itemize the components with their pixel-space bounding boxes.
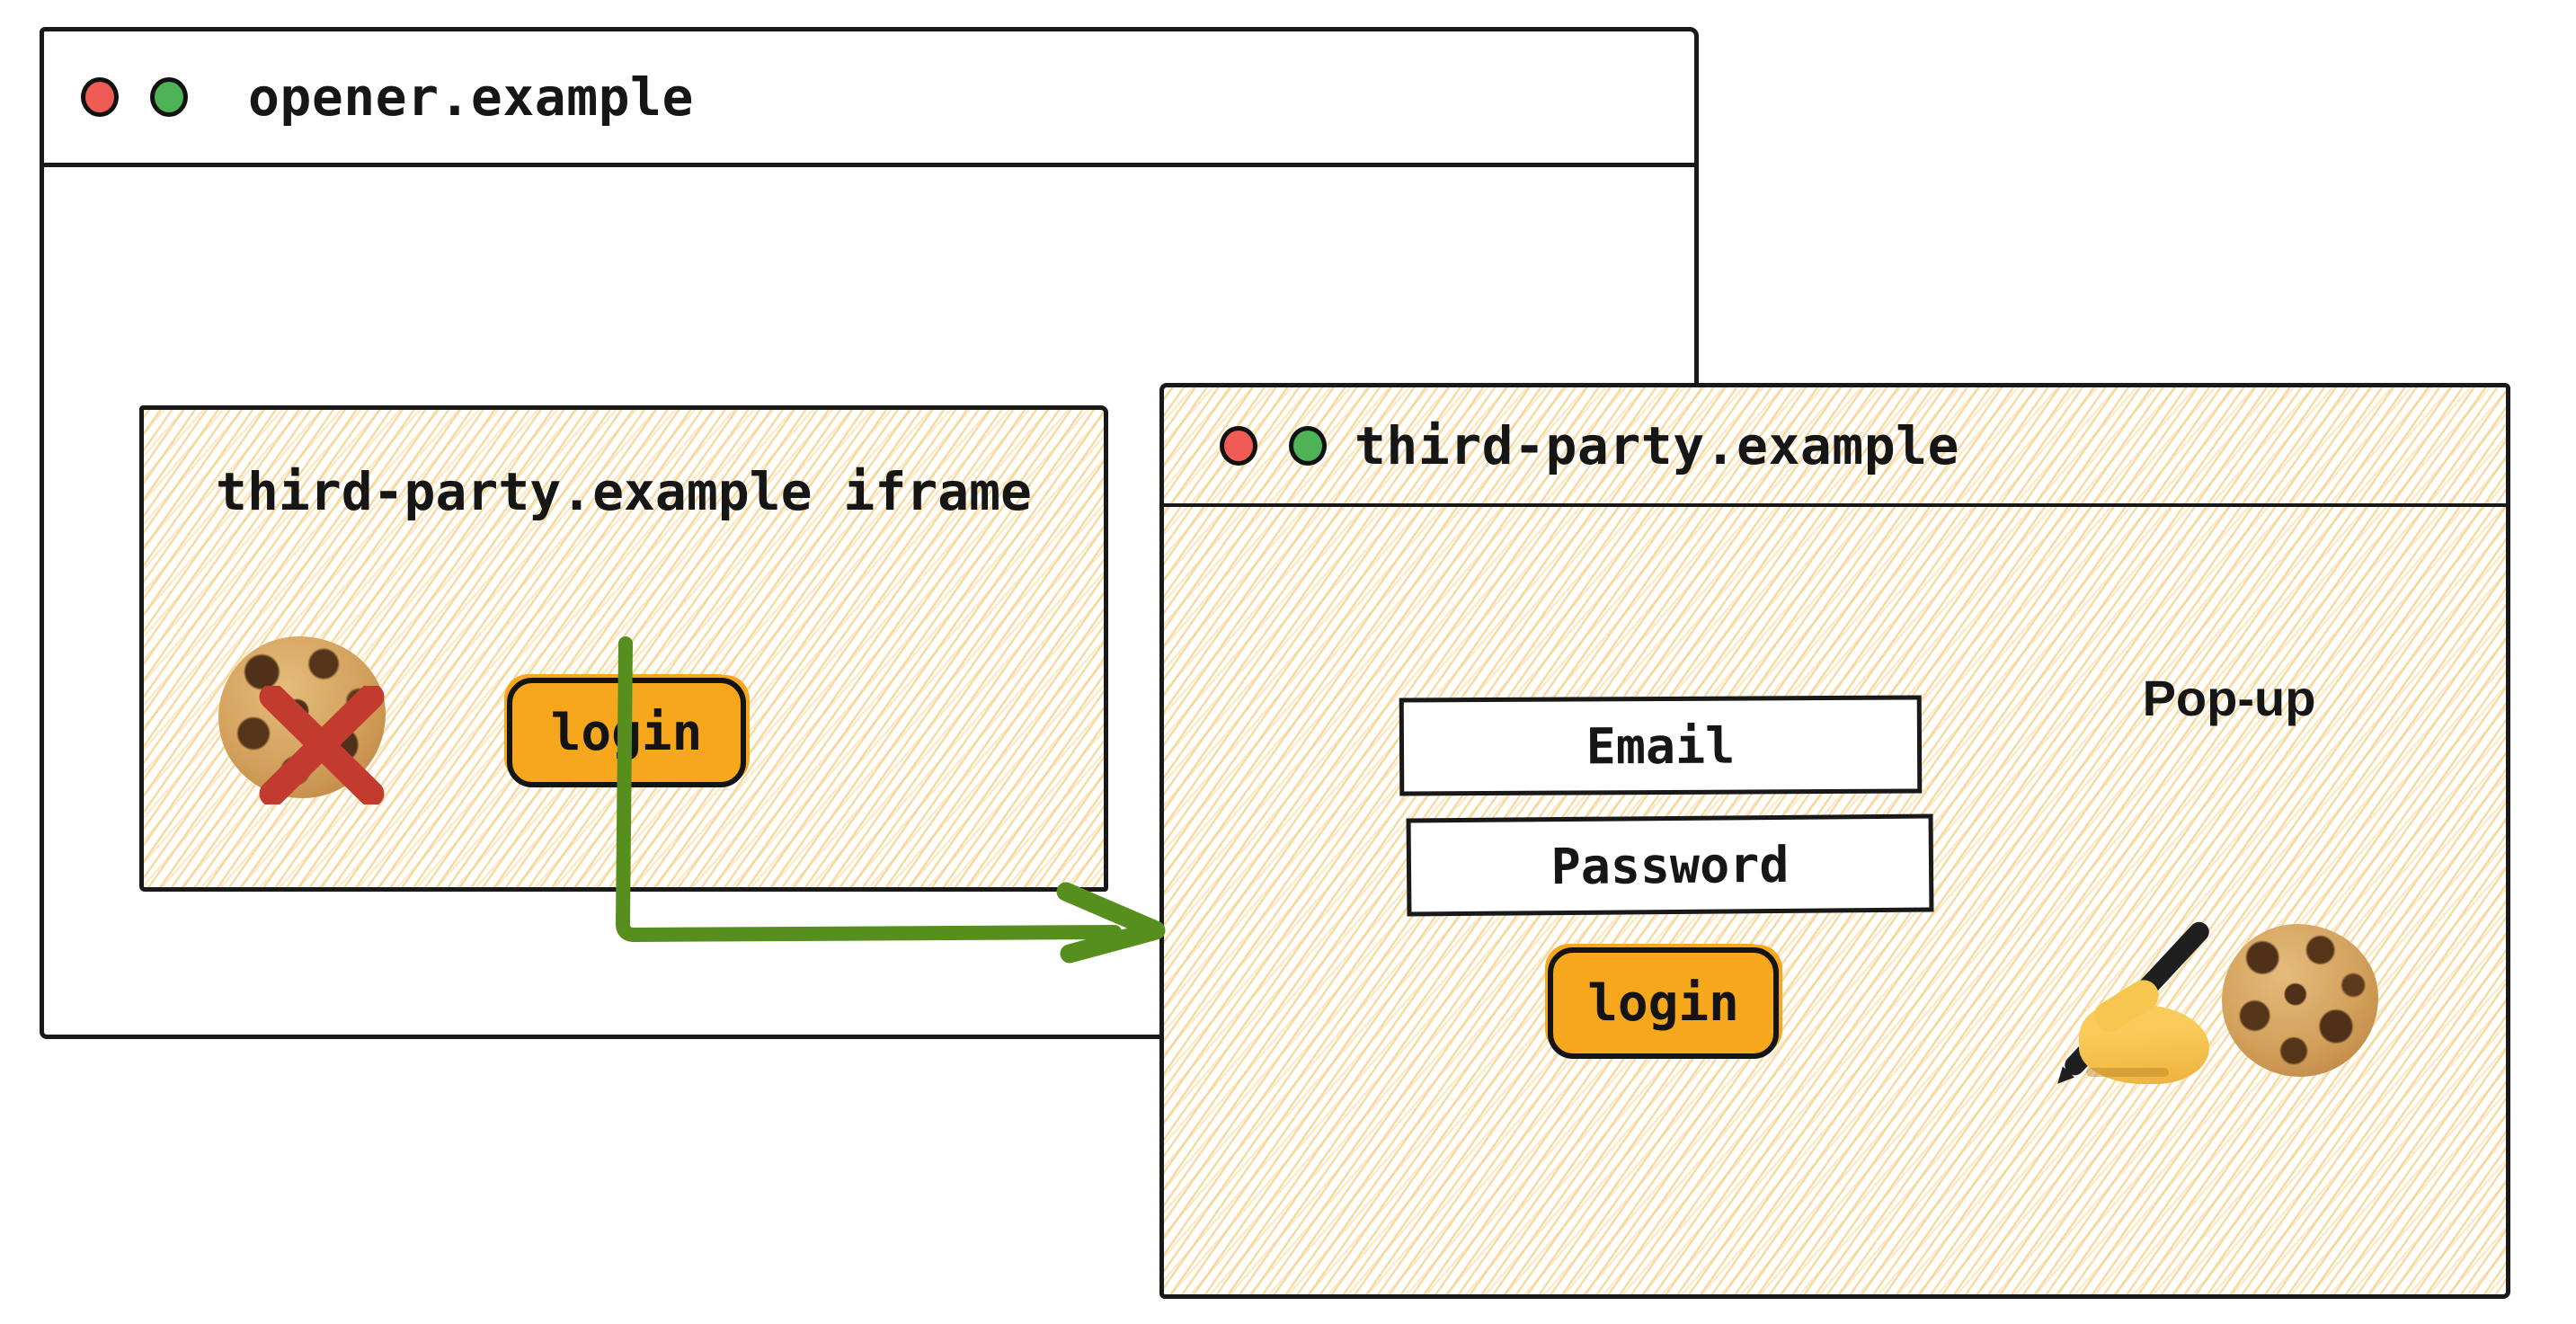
opener-titlebar: opener.example — [44, 31, 1694, 167]
password-field[interactable]: Password — [1406, 813, 1934, 917]
popup-titlebar: third-party.example — [1164, 387, 2506, 507]
popup-window-title: third-party.example — [1355, 414, 1959, 476]
email-field[interactable]: Email — [1399, 695, 1923, 796]
blocked-cookie-icon — [218, 636, 398, 816]
close-window-icon[interactable] — [81, 77, 119, 117]
close-window-icon[interactable] — [1220, 425, 1257, 466]
popup-window-body: Email Password login Pop-up — [1164, 507, 2506, 1294]
popup-window: third-party.example Email Password login… — [1159, 383, 2510, 1299]
popup-annotation-label: Pop-up — [2142, 670, 2316, 726]
email-field-label: Email — [1586, 716, 1736, 775]
iframe-label: third-party.example iframe — [216, 461, 1032, 522]
popup-login-button[interactable]: login — [1548, 947, 1779, 1059]
hand-icon — [2079, 1005, 2209, 1084]
third-party-iframe: third-party.example iframe login — [139, 405, 1108, 892]
red-x-icon — [259, 686, 385, 804]
minimize-window-icon[interactable] — [1289, 425, 1327, 466]
minimize-window-icon[interactable] — [150, 77, 188, 117]
iframe-login-button[interactable]: login — [507, 678, 746, 787]
opener-window-title: opener.example — [248, 67, 694, 128]
cookie-icon — [2222, 924, 2378, 1077]
password-field-label: Password — [1550, 835, 1790, 895]
writing-hand-icon — [2045, 917, 2220, 1092]
